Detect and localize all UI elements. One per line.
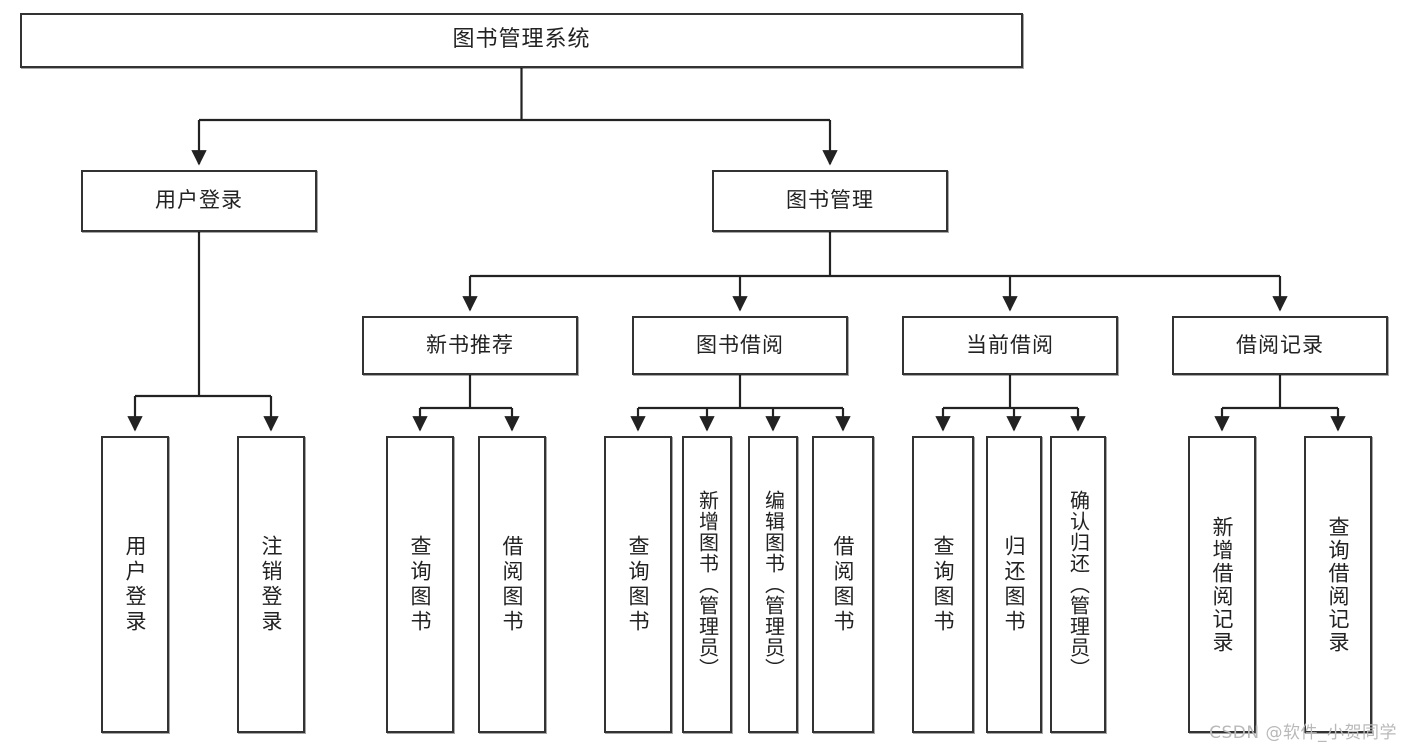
node-leaf-add-book-admin[interactable]: 新增图书（管理员） — [682, 436, 732, 733]
node-leaf-edit-book-admin[interactable]: 编辑图书（管理员） — [748, 436, 798, 733]
node-root[interactable]: 图书管理系统 — [20, 13, 1023, 68]
node-leaf-add-borrow-record[interactable]: 新增借阅记录 — [1188, 436, 1256, 733]
node-leaf-query-book-3[interactable]: 查询图书 — [912, 436, 974, 733]
node-user-login[interactable]: 用户登录 — [81, 170, 317, 232]
node-leaf-return-book-label: 归还图书 — [1002, 534, 1027, 635]
node-current-borrow-label: 当前借阅 — [966, 332, 1054, 357]
node-leaf-add-borrow-record-label: 新增借阅记录 — [1210, 515, 1235, 654]
node-leaf-borrow-book-1-label: 借阅图书 — [500, 534, 525, 635]
node-leaf-return-book[interactable]: 归还图书 — [986, 436, 1042, 733]
node-leaf-query-book-3-label: 查询图书 — [931, 534, 956, 635]
node-book-manage-label: 图书管理 — [786, 188, 874, 213]
node-leaf-query-book-2-label: 查询图书 — [626, 534, 651, 635]
node-book-manage[interactable]: 图书管理 — [712, 170, 948, 232]
node-leaf-borrow-book-1[interactable]: 借阅图书 — [478, 436, 546, 733]
node-leaf-confirm-return-admin[interactable]: 确认归还（管理员） — [1050, 436, 1106, 733]
node-leaf-user-login[interactable]: 用户登录 — [101, 436, 169, 733]
node-borrow-record-label: 借阅记录 — [1236, 332, 1324, 357]
node-user-login-label: 用户登录 — [155, 188, 243, 213]
node-leaf-borrow-book-2[interactable]: 借阅图书 — [812, 436, 874, 733]
watermark-text: CSDN @软件_小贺同学 — [1209, 723, 1397, 743]
node-leaf-borrow-book-2-label: 借阅图书 — [831, 534, 856, 635]
node-root-label: 图书管理系统 — [452, 27, 591, 53]
node-current-borrow[interactable]: 当前借阅 — [902, 316, 1118, 375]
node-book-borrow-label: 图书借阅 — [696, 332, 784, 357]
node-leaf-add-book-admin-label: 新增图书（管理员） — [695, 490, 720, 679]
node-leaf-logout-login[interactable]: 注销登录 — [237, 436, 305, 733]
node-book-borrow[interactable]: 图书借阅 — [632, 316, 848, 375]
node-leaf-query-book-2[interactable]: 查询图书 — [604, 436, 672, 733]
node-leaf-query-book-1-label: 查询图书 — [408, 534, 433, 635]
node-leaf-query-borrow-record[interactable]: 查询借阅记录 — [1304, 436, 1372, 733]
node-leaf-query-book-1[interactable]: 查询图书 — [386, 436, 454, 733]
node-leaf-logout-login-label: 注销登录 — [259, 534, 284, 635]
node-borrow-record[interactable]: 借阅记录 — [1172, 316, 1388, 375]
node-new-book-recommend-label: 新书推荐 — [426, 332, 514, 357]
node-leaf-edit-book-admin-label: 编辑图书（管理员） — [761, 490, 786, 679]
node-new-book-recommend[interactable]: 新书推荐 — [362, 316, 578, 375]
node-leaf-confirm-return-admin-label: 确认归还（管理员） — [1066, 490, 1091, 679]
node-leaf-user-login-label: 用户登录 — [123, 534, 148, 635]
node-leaf-query-borrow-record-label: 查询借阅记录 — [1326, 515, 1351, 654]
